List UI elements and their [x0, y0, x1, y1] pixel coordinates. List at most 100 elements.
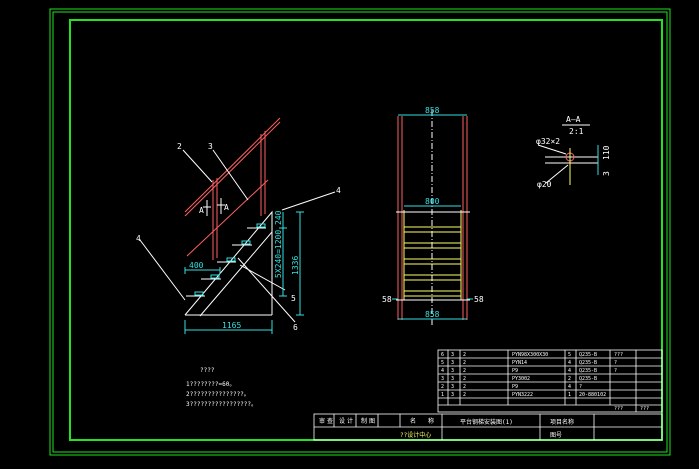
- tb-cell-2: 查: [327, 417, 333, 425]
- tb-cell-1: 审: [319, 417, 325, 425]
- bom-cell-spec: PYN14: [512, 360, 527, 366]
- bom-cell-code: 3: [451, 352, 454, 358]
- bom-cell-qty-mark: 2: [463, 376, 466, 382]
- bom-cell-count: 4: [568, 384, 571, 390]
- title-block: [313, 413, 663, 441]
- inner-border: [52, 11, 668, 453]
- bom-cell-material: Q235-B: [579, 376, 597, 382]
- front-view-labels: 858 800 858 58 58: [382, 106, 484, 319]
- dim-riser: 5X240=1200: [274, 230, 283, 278]
- bom-cell-spec: P9: [512, 384, 518, 390]
- bom-cell-count: 4: [568, 360, 571, 366]
- drawing-frame: [49, 8, 671, 456]
- bom-cell-material: ?: [579, 384, 582, 390]
- bom-cell-qty-mark: 2: [463, 384, 466, 390]
- section-scale: 2:1: [569, 127, 584, 136]
- front-details: [396, 110, 470, 325]
- bom-cell-code: 3: [451, 392, 454, 398]
- notes-heading: ????: [200, 367, 215, 374]
- bom-cell-no: 2: [441, 384, 444, 390]
- section-detail: [537, 124, 599, 185]
- tb-cell-3: 设: [339, 417, 345, 425]
- bom-cell-qty-mark: 2: [463, 368, 466, 374]
- tb-cell-5: 制: [361, 417, 367, 425]
- dim-800: 800: [425, 197, 440, 206]
- notes-line-1: 1????????=60。: [186, 381, 235, 388]
- balloon-4-right: 4: [336, 186, 341, 195]
- bom-cell-count: 5: [568, 352, 571, 358]
- bom-small-boxes: ??? ???: [614, 406, 649, 412]
- bom-cell-spec: P9: [512, 368, 518, 374]
- bom-cell-no: 5: [441, 360, 444, 366]
- balloon-4-left: 4: [136, 234, 141, 243]
- dim-858-bottom: 858: [425, 310, 440, 319]
- side-view: [139, 117, 336, 334]
- tb-extra: 图号: [550, 432, 562, 439]
- notes: ???? 1????????=60。 2???????????????。 3??…: [186, 367, 257, 408]
- bom-small-box-b: ???: [640, 406, 649, 412]
- bom-cell-count: 2: [568, 376, 571, 382]
- bom-cell-remark: ???: [614, 352, 623, 358]
- tb-project-label: 项目名称: [550, 418, 574, 426]
- dim-240: 240: [274, 210, 283, 225]
- bom-cell-code: 3: [451, 368, 454, 374]
- side-view-labels: 2 3 4 4 5 6 A A 400 1165 1336 5X240=1200…: [136, 142, 341, 332]
- dimension-lines: [184, 211, 304, 334]
- balloon-3: 3: [208, 142, 213, 151]
- bom-cell-code: 3: [451, 376, 454, 382]
- bom-table: [437, 349, 663, 413]
- bom-cell-qty-mark: 2: [463, 360, 466, 366]
- tb-drawing-name: 平台钢梯安装图(1): [460, 418, 513, 426]
- dim-pipe: φ32×2: [536, 137, 560, 146]
- bom-cell-material: 20-880102: [579, 392, 606, 398]
- section-mark-right: A: [224, 203, 229, 212]
- dim-58-right: 58: [474, 295, 484, 304]
- bom-cell-qty-mark: 2: [463, 392, 466, 398]
- drawing-border: [69, 19, 663, 441]
- section-title: A—A: [566, 115, 581, 124]
- bom-cell-spec: PYN98X300X30: [512, 352, 548, 358]
- leader-lines: [139, 149, 336, 323]
- title-block-text: 审 查 设 计 制 图 名 称 平台钢梯安装图(1) 项目名称 ??设计中心 图…: [319, 417, 574, 439]
- bom-cell-remark: ?: [614, 360, 617, 366]
- front-view: [392, 110, 473, 325]
- bom-cell-count: 4: [568, 368, 571, 374]
- dim-58-left: 58: [382, 295, 392, 304]
- balloon-6: 6: [293, 323, 298, 332]
- tb-cell-8: 称: [428, 417, 434, 425]
- bom-cell-remark: ?: [614, 368, 617, 374]
- bom-cell-material: Q235-B: [579, 360, 597, 366]
- handrail: [184, 117, 281, 260]
- bom-cell-no: 4: [441, 368, 444, 374]
- balloon-5: 5: [291, 294, 296, 303]
- dim-400: 400: [189, 261, 204, 270]
- section-detail-labels: A—A 2:1 φ32×2 φ20 110 3: [536, 115, 611, 189]
- bom-cell-qty-mark: 2: [463, 352, 466, 358]
- tb-cell-6: 图: [369, 418, 375, 425]
- front-dimensions: [392, 114, 473, 320]
- outer-border: [49, 8, 671, 456]
- bom-cell-spec: PYN3222: [512, 392, 533, 398]
- tread-markers: [194, 223, 266, 296]
- tb-cell-7: 名: [410, 417, 416, 425]
- dim-1336: 1336: [291, 256, 300, 275]
- notes-line-2: 2???????????????。: [186, 391, 250, 398]
- bom-cell-count: 1: [568, 392, 571, 398]
- tb-department: ??设计中心: [400, 431, 431, 439]
- bom-cell-code: 3: [451, 360, 454, 366]
- bom-cell-no: 1: [441, 392, 444, 398]
- dim-3: 3: [602, 171, 611, 176]
- front-posts: [397, 116, 468, 320]
- bom-cell-code: 3: [451, 384, 454, 390]
- stair-treads: [186, 227, 266, 297]
- dim-858-top: 858: [425, 106, 440, 115]
- bom-cell-material: Q235-B: [579, 368, 597, 374]
- section-arrows: [203, 198, 225, 216]
- bom-small-box-a: ???: [614, 406, 623, 412]
- dim-110: 110: [602, 145, 611, 160]
- bom-cell-spec: PY3002: [512, 376, 530, 382]
- dim-pin: φ20: [537, 180, 552, 189]
